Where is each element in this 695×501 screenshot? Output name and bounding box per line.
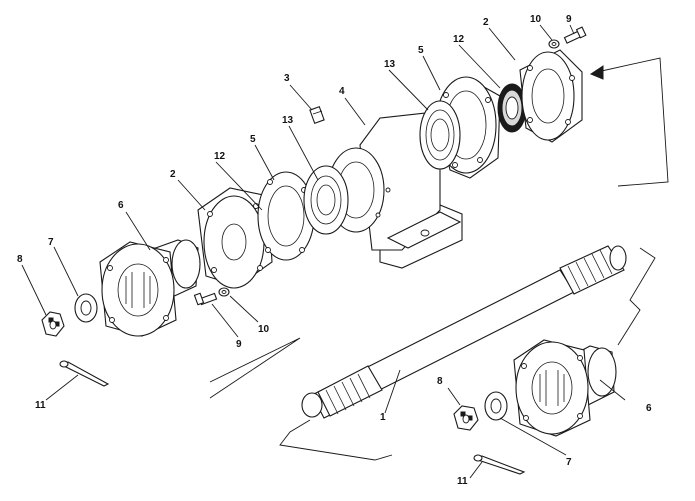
washer-left [74, 293, 98, 323]
callout-6-left: 6 [118, 200, 124, 211]
callout-8-right: 8 [437, 376, 443, 387]
callout-3: 3 [284, 73, 290, 84]
callout-13-right: 13 [384, 59, 396, 70]
callout-9-left: 9 [236, 339, 242, 350]
callout-2-right: 2 [483, 17, 489, 28]
roller-bearing-left [303, 165, 349, 235]
callout-5-left: 5 [250, 134, 256, 145]
castle-nut-right [453, 405, 479, 431]
bolt-left [193, 292, 218, 306]
bolt-top [563, 26, 587, 44]
callout-6-right: 6 [646, 403, 652, 414]
washer-top [548, 39, 560, 49]
flange-yoke-left [99, 239, 201, 337]
assembly-guide-lines [209, 57, 669, 461]
callout-9-right: 9 [566, 14, 572, 25]
bearing-cover-left [197, 187, 273, 289]
flange-yoke-right [513, 339, 617, 437]
callout-11-right: 11 [457, 476, 468, 487]
callout-12-left: 12 [214, 151, 226, 162]
callout-12-right: 12 [453, 34, 465, 45]
callout-11-left: 11 [35, 400, 46, 411]
cotter-pin-right [473, 454, 526, 475]
callout-7-right: 7 [566, 457, 572, 468]
callout-5-right: 5 [418, 45, 424, 56]
roller-bearing-right [419, 100, 461, 170]
washer-mid [218, 287, 230, 297]
cotter-pin-left [59, 360, 110, 387]
callout-1: 1 [380, 412, 386, 423]
callout-10-right: 10 [530, 14, 542, 25]
splined-shaft [301, 245, 627, 419]
callout-2-left: 2 [170, 169, 176, 180]
callout-labels: 1 2 2 3 4 5 5 6 6 7 7 8 8 9 9 10 10 11 1… [17, 14, 652, 487]
callout-8-left: 8 [17, 254, 23, 265]
callout-13-left: 13 [282, 115, 294, 126]
castle-nut-left [41, 311, 65, 337]
leader-lines [21, 24, 626, 479]
bearing-cover-right [519, 49, 583, 143]
callout-4: 4 [339, 86, 345, 97]
washer-right [484, 391, 508, 421]
callout-7-left: 7 [48, 237, 54, 248]
grease-fitting [309, 106, 325, 124]
callout-10-left: 10 [258, 324, 270, 335]
oil-seal-right [497, 83, 527, 133]
